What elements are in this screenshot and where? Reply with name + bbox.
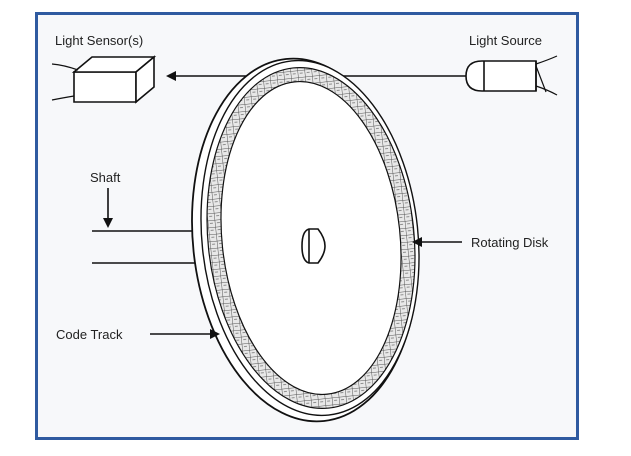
code-track-ring [206,67,416,409]
light-source-bulb [465,60,537,92]
sensor-leads [51,63,79,101]
code-track-label: Code Track [56,327,123,342]
source-leads [535,55,558,96]
shaft [92,230,196,264]
light-sensor-box [71,55,157,104]
rotating-disk-label: Rotating Disk [471,235,549,250]
shaft-hole [301,228,326,264]
rotating-disk [191,57,420,423]
light-sensor-label: Light Sensor(s) [55,33,144,48]
shaft-label: Shaft [90,170,121,185]
light-source-label: Light Source [469,33,542,48]
